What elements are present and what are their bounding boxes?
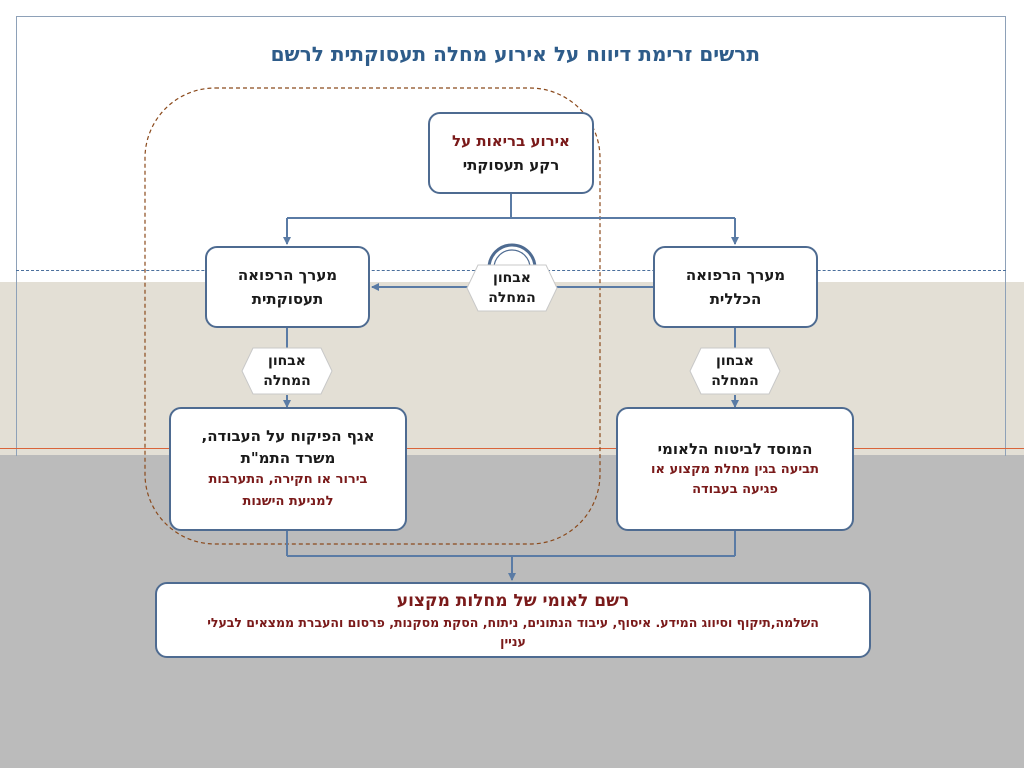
diagnosis-left-line2: המחלה [263, 373, 311, 389]
occupational-medicine-line1: מערך הרפואה [237, 266, 338, 284]
center-hex-arc [487, 243, 537, 269]
diagnosis-center-line1: אבחון [493, 270, 531, 286]
diagnosis-hex-center: אבחון המחלה [466, 264, 558, 312]
labor-supervision-sub2: למניעת הישנות [242, 494, 334, 509]
diagnosis-center-line2: המחלה [488, 290, 536, 306]
national-insurance-sub2: פגיעה בעבודה [692, 482, 778, 497]
diagnosis-right-line2: המחלה [711, 373, 759, 389]
diagnosis-hex-right: אבחון המחלה [689, 347, 781, 395]
national-insurance-sub1: תביעה בגין מחלת מקצוע או [651, 462, 819, 477]
national-insurance-line1: המוסד לביטוח הלאומי [657, 440, 813, 458]
divider-orange [0, 448, 1024, 449]
health-event-box: אירוע בריאות על רקע תעסוקתי [428, 112, 594, 194]
labor-supervision-line2: משרד התמ"ת [240, 449, 336, 467]
national-insurance-box: המוסד לביטוח הלאומי תביעה בגין מחלת מקצו… [616, 407, 854, 531]
occupational-medicine-box: מערך הרפואה תעסוקתית [205, 246, 370, 328]
general-medicine-box: מערך הרפואה הכללית [653, 246, 818, 328]
labor-supervision-line1: אגף הפיקוח על העבודה, [201, 427, 375, 445]
hexagon-shape [689, 347, 781, 395]
diagnosis-hex-left: אבחון המחלה [241, 347, 333, 395]
registry-sub2: עניין [500, 634, 526, 649]
national-registry-box: רשם לאומי של מחלות מקצוע השלמה,תיקוף וסי… [155, 582, 871, 658]
occupational-group-outline [144, 87, 601, 545]
health-event-line2: רקע תעסוקתי [462, 156, 560, 174]
occupational-medicine-line2: תעסוקתית [251, 290, 324, 308]
slide-frame [16, 16, 1006, 456]
diagnosis-left-line1: אבחון [268, 353, 306, 369]
registry-sub1: השלמה,תיקוף וסיווג המידע. איסוף, עיבוד ה… [207, 615, 819, 630]
labor-supervision-sub1: בירור או חקירה, התערבות [208, 472, 368, 487]
hexagon-shape [241, 347, 333, 395]
hexagon-shape [466, 264, 558, 312]
health-event-line1: אירוע בריאות על [452, 132, 570, 150]
registry-title: רשם לאומי של מחלות מקצוע [396, 591, 630, 611]
diagnosis-right-line1: אבחון [716, 353, 754, 369]
labor-supervision-box: אגף הפיקוח על העבודה, משרד התמ"ת בירור א… [169, 407, 407, 531]
page-title: תרשים זרימת דיווח על אירוע מחלה תעסוקתית… [270, 42, 760, 66]
general-medicine-line1: מערך הרפואה [685, 266, 786, 284]
general-medicine-line2: הכללית [709, 290, 762, 308]
